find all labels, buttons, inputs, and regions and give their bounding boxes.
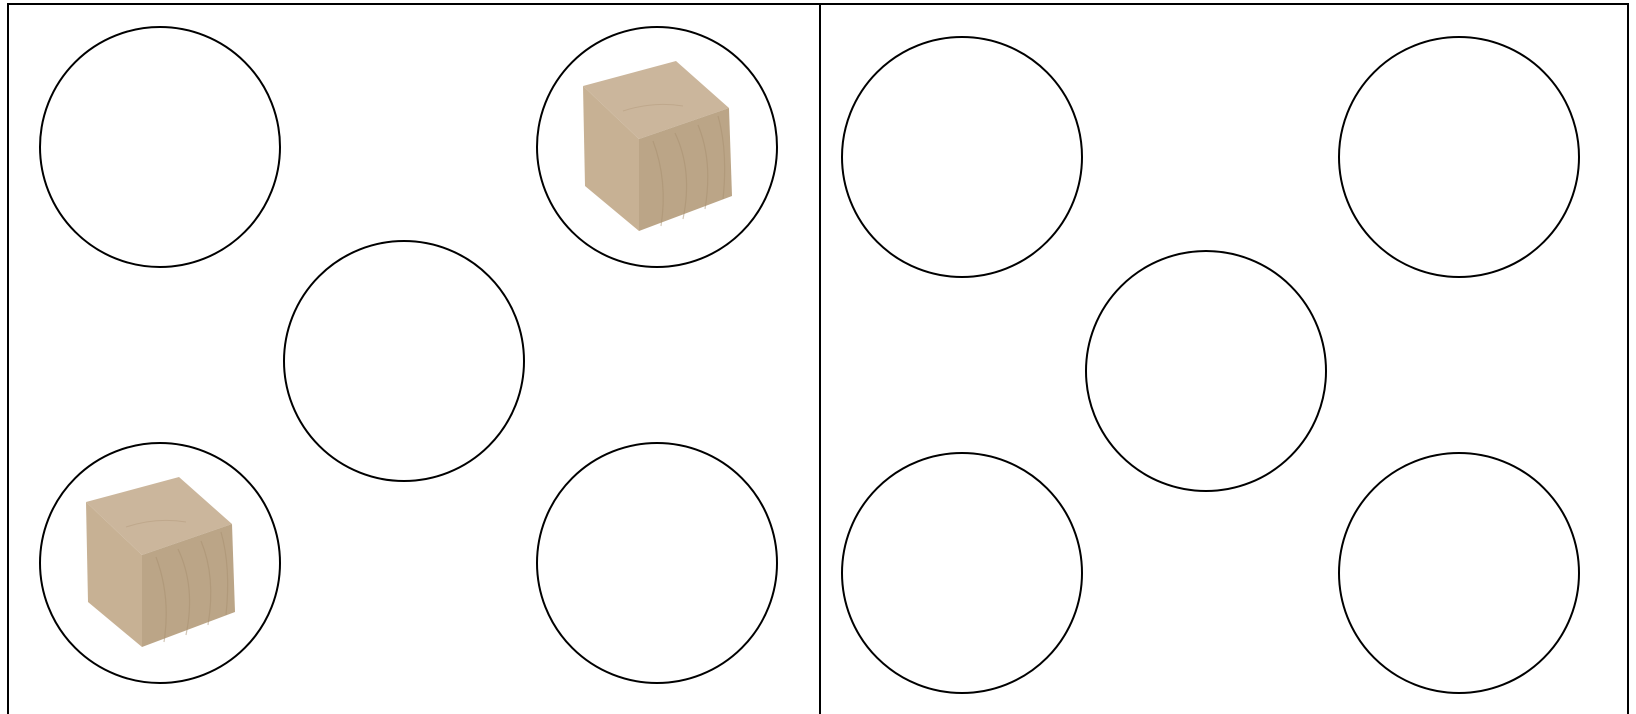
- wooden-cube-icon: [86, 477, 235, 647]
- slot-top-right: [537, 27, 777, 267]
- slot-circle: [537, 443, 777, 683]
- slot-top-left: [842, 37, 1082, 277]
- slot-circle: [1086, 251, 1326, 491]
- slot-center: [1086, 251, 1326, 491]
- slot-circle: [1339, 37, 1579, 277]
- slot-bottom-right: [1339, 453, 1579, 693]
- slot-circle: [1339, 453, 1579, 693]
- right-panel-frame: [820, 4, 1628, 714]
- slot-circle: [842, 453, 1082, 693]
- slot-bottom-right: [537, 443, 777, 683]
- right-panel: [820, 4, 1628, 714]
- slot-top-right: [1339, 37, 1579, 277]
- slot-circle: [284, 241, 524, 481]
- slot-circle: [40, 27, 280, 267]
- slot-circle: [842, 37, 1082, 277]
- left-panel: [8, 4, 820, 714]
- slot-bottom-left: [842, 453, 1082, 693]
- slot-center: [284, 241, 524, 481]
- wooden-cube-icon: [583, 61, 732, 231]
- slot-bottom-left: [40, 443, 280, 683]
- slot-top-left: [40, 27, 280, 267]
